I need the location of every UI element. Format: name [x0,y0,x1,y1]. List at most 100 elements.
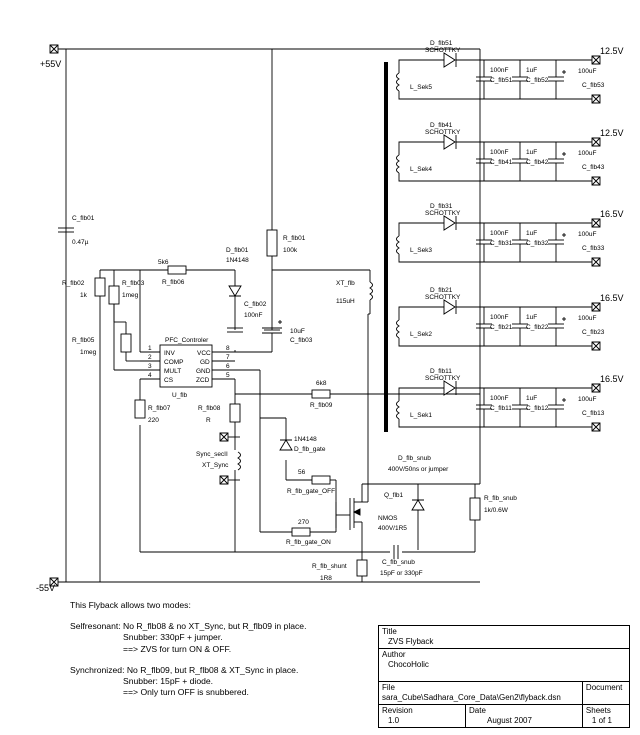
cap3-value: 100uF [578,68,596,75]
ic-pin-leads [140,351,260,380]
revision-label: Revision [382,706,413,715]
notes-selfresonant-3: ==> ZVS for turn ON & OFF. [123,643,232,654]
date-label: Date [469,706,486,715]
sync-connector-2 [219,475,235,485]
cap2-label: C_flb42 [526,159,549,166]
notes-selfresonant-1: Selfresonant: No R_flb08 & no XT_Sync, b… [70,621,307,632]
ic-pin-mult: MULT [164,368,181,375]
r-flb03-value: 1meg [122,292,139,299]
xt-sync-label: XT_Sync [202,462,229,469]
date-cell: Date August 2007 [465,704,583,728]
return-connector [591,94,601,104]
cap1-label: C_flb21 [490,324,513,331]
sheets-cell: Sheets 1 of 1 [581,704,631,728]
ic-pin-num-7: 7 [226,354,230,361]
cap1-label: C_flb31 [490,240,513,247]
mosfet-q-flb1 [335,498,362,530]
cap2-value: 1uF [526,395,537,402]
r-off-label: R_flb_gate_OFF [287,488,335,495]
r-snub-value: 1k/0.6W [484,507,509,514]
xt-flb-value: 115uH [336,298,355,305]
diode-d-flb-snub [411,499,425,511]
notes-synchronized-1: Synchronized: No R_flb09, but R_flb08 & … [70,664,299,675]
secondary-winding [396,72,400,92]
pfc-controller-ic [159,344,213,388]
document-cell: Document [581,681,631,705]
ic-pin-vcc: VCC [197,350,211,357]
winding-label: L_Sek2 [410,331,432,338]
r-on-value: 270 [298,519,309,526]
schottky-diode [443,134,457,150]
r-flb02-value: 1k [80,292,88,299]
cap1-value: 100nF [490,149,508,156]
secondary-winding [396,154,400,174]
d-snub-value: 400V/50ns or jumper [388,466,449,473]
resistor-r-flb09 [311,389,331,399]
rail-label-minus55: -55V [36,583,55,593]
diode-type-label: SCHOTTKY [425,129,461,136]
cap1-label: C_flb41 [490,159,513,166]
output-voltage-label: 16.5V [600,209,624,219]
cap2-label: C_flb12 [526,405,549,412]
cap2-value: 1uF [526,230,537,237]
resistor-r-flb-shunt [356,559,368,577]
author-label: Author [382,650,406,659]
resistor-r-flb07 [134,399,146,419]
cap3-value: 100uF [578,231,596,238]
winding-label: L_Sek1 [410,412,432,419]
notes-synchronized-2: Snubber: 15pF + diode. [123,676,214,687]
schottky-diode [443,380,457,396]
notes-selfresonant-2: Snubber: 330pF + jumper. [123,632,223,643]
secondary-wire [398,141,592,182]
diode-label: D_flb51 [430,40,453,47]
r-off-value: 56 [298,469,306,476]
r-flb08-label: R_flb08 [198,405,221,412]
r-flb07-value: 220 [148,417,159,424]
ic-pin-num-6: 6 [226,363,230,370]
d-flb01-value: 1N4148 [226,257,249,264]
output-voltage-label: 12.5V [600,46,624,56]
cap3-label: C_flb13 [582,410,605,417]
sync-winding [237,451,241,471]
ic-pin-num-8: 8 [226,345,230,352]
title-label: Title [382,627,397,636]
ic-pin-num-4: 4 [148,372,152,379]
ic-pin-comp: COMP [164,359,184,366]
cap1-value: 100nF [490,230,508,237]
diode-label: D_flb11 [430,368,452,375]
r-flb05-label: R_flb05 [72,337,95,344]
r-flb03-label: R_flb03 [122,280,145,287]
r-flb02-label: R_flb02 [62,280,85,287]
sync-connector-1 [219,432,235,442]
r-flb07-label: R_flb07 [148,405,171,412]
ic-pin-gnd: GND [196,368,211,375]
output-connector [591,55,601,65]
ic-pin-num-2: 2 [148,354,152,361]
winding-label: L_Sek3 [410,247,432,254]
r-flb09-value: 6k8 [316,380,327,387]
r-shunt-value: 1R8 [320,575,332,582]
c-flb01-label: C_flb01 [72,215,95,222]
c-flb03-value: 10uF [290,328,305,335]
ic-ref: U_flb [172,392,188,399]
cap2-value: 1uF [526,67,537,74]
capacitor-c-flb01 [58,227,74,233]
resistor-r-flb03 [108,285,120,305]
resistor-r-flb-snub [469,497,481,521]
revision-value: 1.0 [388,716,400,725]
title-cell: Title ZVS Flyback [378,625,630,649]
return-connector [591,422,601,432]
c-snub-value: 15pF or 330pF [380,570,423,577]
rail-label-plus55: +55V [40,59,61,69]
output-connector [591,383,601,393]
c-snub-label: C_flb_snub [382,559,415,566]
title-value: ZVS Flyback [388,637,434,646]
diode-type-label: SCHOTTKY [425,375,461,382]
d-snub-label: D_flb_snub [398,455,431,462]
secondary-wire [398,387,592,428]
resistor-r-gate-on [291,527,311,537]
author-cell: Author ChocoHolic [378,648,630,682]
ic-pin-gd: GD [200,359,210,366]
ic-pin-cs: CS [164,377,174,384]
vcc-network-wiring [218,270,280,353]
